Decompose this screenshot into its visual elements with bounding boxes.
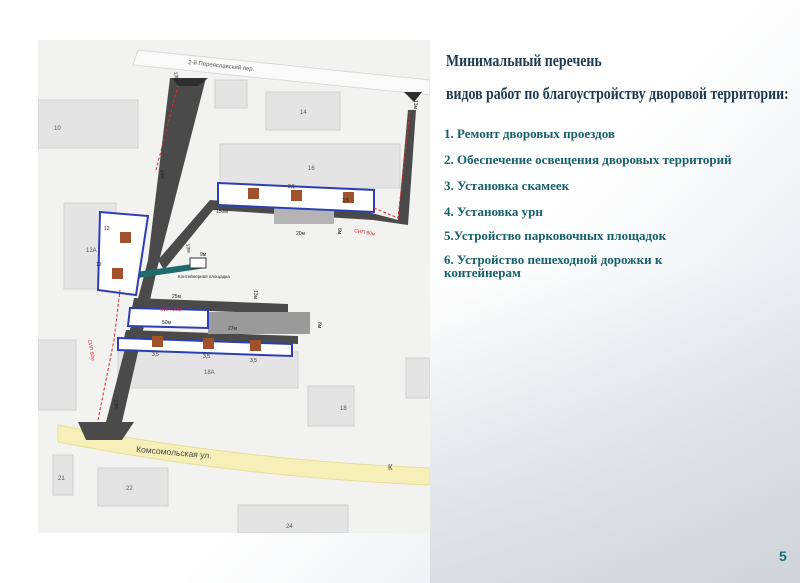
- lighting-line-left: [97, 289, 121, 421]
- parking-area-upper-grey: [274, 208, 334, 224]
- slide-title: Минимальный перечень видов работ по благ…: [446, 44, 789, 110]
- building-21: [52, 454, 74, 496]
- building-14-label: 14: [300, 110, 307, 116]
- length-27-label: 27м: [228, 326, 238, 332]
- building-12a-label: 12А: [86, 248, 97, 254]
- cable-sip-30-label: СИП 30м: [160, 307, 182, 313]
- street-bottom: [57, 424, 430, 486]
- work-item-2: 2. Обеспечение освещения дворовых террит…: [444, 152, 732, 167]
- length-12a-label: 12: [104, 226, 110, 232]
- length-13-bottom-label: 13м: [112, 399, 120, 409]
- length-25-label: 25м: [172, 294, 182, 300]
- bench-8: [250, 340, 261, 351]
- page-number: 5: [779, 548, 787, 564]
- building-right-small: [405, 357, 430, 399]
- bench-3-5-e: 3,5: [250, 358, 257, 364]
- building-10-label: 10: [54, 126, 61, 132]
- building-small-top: [214, 79, 248, 109]
- bench-3: [343, 192, 354, 203]
- length-150-label: 150м: [216, 209, 228, 215]
- building-22: [97, 467, 169, 507]
- length-9-label: 9м: [200, 252, 207, 258]
- work-item-5: 5.Устройство парковочных площадок: [444, 228, 667, 243]
- work-item-3: 3. Установка скамеек: [444, 178, 570, 193]
- pedestrian-path: [136, 262, 206, 278]
- site-plan-map: 2-й Переяславский пер. Комсомольская ул.…: [38, 40, 430, 533]
- driveway-bottom-entry: [78, 422, 134, 440]
- building-10: [38, 99, 139, 149]
- bench-3-5-d: 3,5: [203, 354, 210, 360]
- slide-background-fade: [430, 260, 800, 583]
- lighting-line-right: [373, 109, 411, 219]
- street-top: [132, 49, 430, 96]
- parking-area-grey: [208, 312, 310, 334]
- length-12b-label: 12: [96, 262, 102, 268]
- bench-6: [152, 336, 163, 347]
- driveway-middle: [132, 298, 288, 314]
- work-item-4: 4. Установка урн: [444, 204, 543, 219]
- building-24-label: 24: [286, 524, 293, 530]
- bench-4: [120, 232, 131, 243]
- bench-3-5-a: 3,5: [288, 184, 295, 190]
- cable-sip-60-label: СИП 60м: [86, 339, 96, 361]
- bench-7: [203, 338, 214, 349]
- length-96-label: 96м: [158, 169, 166, 179]
- container-site: [189, 257, 207, 269]
- building-16-label: 16: [308, 166, 315, 172]
- bench-2: [291, 190, 302, 201]
- length-50-label: 50м: [162, 320, 172, 326]
- bench-3-5-c: 3,5: [152, 352, 159, 358]
- length-13-left-label: 13м: [184, 243, 192, 253]
- length-8-label: 8м: [316, 322, 322, 329]
- bench-3-5-b: 3,5: [342, 198, 349, 204]
- bench-1: [248, 188, 259, 199]
- street-bottom-label-short: К: [388, 463, 393, 472]
- length-13-top-label: 13м: [172, 71, 180, 81]
- cable-sip-80-label: СИП 80м: [354, 228, 376, 238]
- slide-title-line1: Минимальный перечень: [446, 51, 602, 70]
- parking-outline-mid: [126, 306, 209, 330]
- work-item-1: 1. Ремонт дворовых проездов: [444, 126, 615, 141]
- length-13-mid-label: 13м: [252, 290, 258, 300]
- length-13-right-label: 13м: [412, 100, 418, 110]
- building-16: [219, 143, 401, 189]
- work-item-6: 6. Устройство пешеходной дорожки к конте…: [444, 252, 663, 280]
- container-site-label: Контейнерная площадка: [178, 273, 230, 279]
- bench-5: [112, 268, 123, 279]
- building-left-mid: [38, 339, 77, 411]
- building-18: [307, 385, 355, 427]
- building-18-label: 18: [340, 406, 347, 412]
- building-22-label: 22: [126, 486, 133, 492]
- building-24: [237, 504, 349, 533]
- building-14: [265, 91, 341, 131]
- driveway-top-entry: [172, 78, 208, 86]
- building-18a: [117, 351, 299, 389]
- slide-title-line2: видов работ по благоустройству дворовой …: [446, 84, 789, 103]
- length-20-label: 20м: [296, 231, 306, 237]
- site-plan-drawing: 2-й Переяславский пер. Комсомольская ул.…: [38, 49, 430, 533]
- building-18a-label: 18А: [204, 370, 215, 376]
- length-6-label: 6м: [336, 228, 342, 235]
- building-21-label: 21: [58, 476, 65, 482]
- parking-outline-left: [96, 210, 150, 297]
- driveway-right-top: [404, 92, 422, 102]
